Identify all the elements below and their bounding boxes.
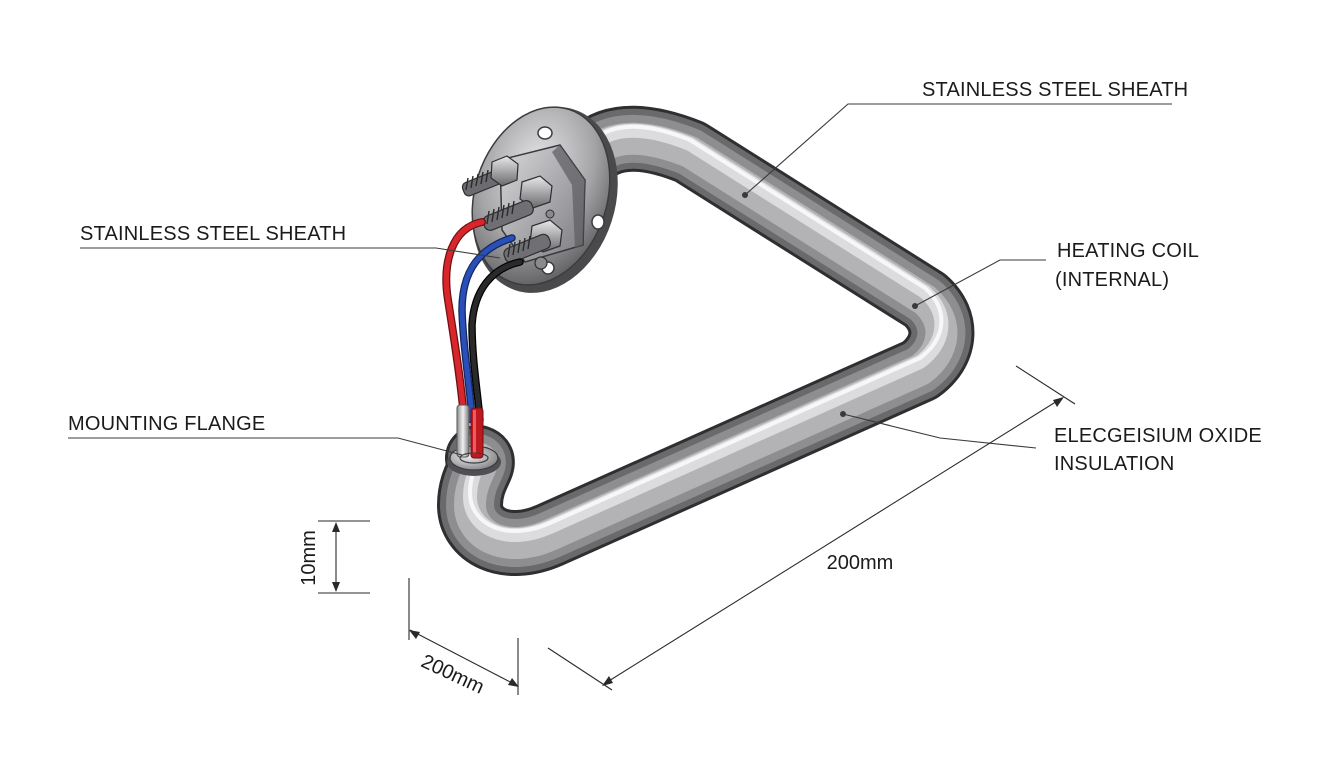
terminal-stud	[503, 209, 563, 270]
dim-diameter-label: 10mm	[298, 530, 320, 586]
dim-long-line	[603, 397, 1063, 685]
terminal-stud	[461, 155, 519, 197]
terminal-studs	[461, 155, 563, 270]
callout-heating-coil-line2: (INTERNAL)	[1055, 269, 1170, 291]
leader-heating-coil	[914, 259, 1046, 307]
dim-short-label: 200mm	[418, 650, 488, 698]
dimension-lines	[318, 365, 1076, 695]
callout-sheath-left: STAINLESS STEEL SHEATH	[80, 223, 347, 245]
leader-lines	[68, 103, 1172, 456]
lead-wires	[442, 218, 524, 424]
callout-sheath-top: STAINLESS STEEL SHEATH	[922, 79, 1189, 101]
callout-insulation-line1: ELECGEISIUM OXIDE	[1054, 425, 1262, 447]
leader-flange	[68, 437, 463, 456]
leader-insulation	[842, 413, 1037, 449]
flange-bolt-hole	[537, 126, 553, 140]
callout-mounting-flange: MOUNTING FLANGE	[68, 413, 266, 435]
tube-sheath	[437, 105, 975, 576]
dim-long-label: 200mm	[827, 552, 894, 574]
callout-insulation-line2: INSULATION	[1054, 453, 1175, 475]
leader-sheath-left	[80, 247, 501, 259]
flange-bolt-hole	[591, 214, 605, 230]
leader-sheath-top	[744, 103, 1172, 196]
callout-heating-coil-line1: HEATING COIL	[1057, 240, 1200, 262]
dim-short-line	[409, 629, 519, 687]
terminal-end	[447, 404, 501, 476]
